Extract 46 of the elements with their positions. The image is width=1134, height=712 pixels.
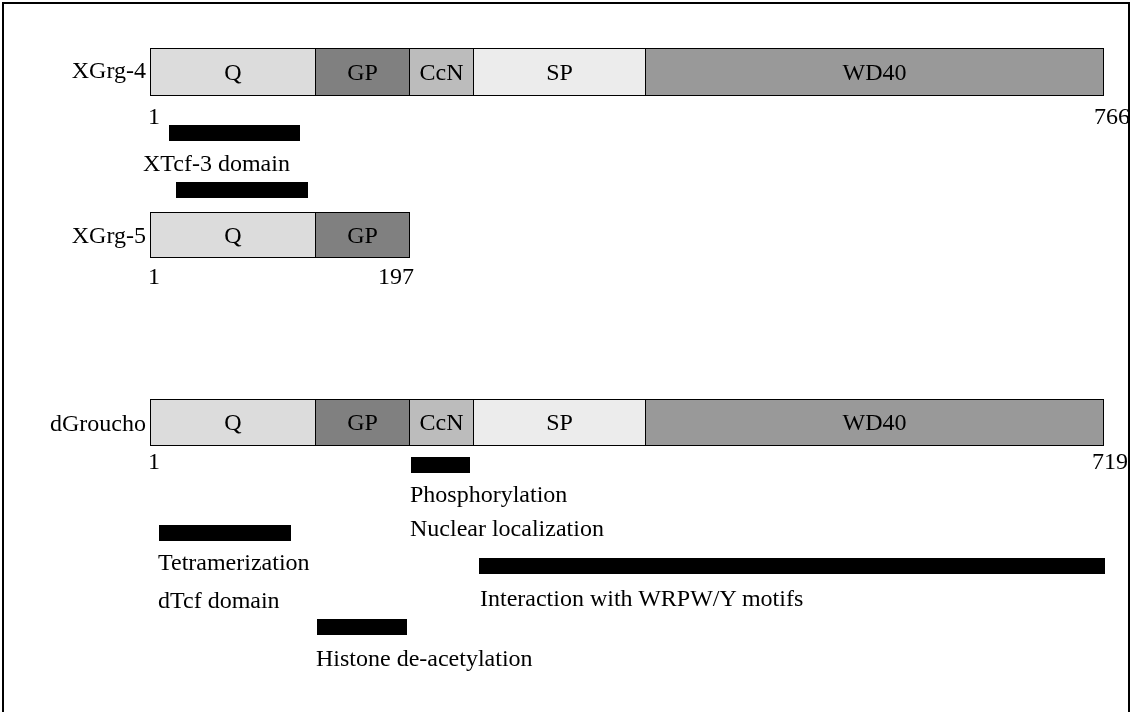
domain-segment [315, 48, 410, 96]
domain-segment [315, 212, 410, 258]
protein-name: XGrg-5 [71, 223, 146, 247]
domain-segment [150, 212, 316, 258]
protein-name: XGrg-4 [71, 58, 146, 82]
region-label: Nuclear localization [410, 516, 604, 540]
domain-segment [409, 48, 474, 96]
region-bar [317, 619, 407, 635]
domain-segment [645, 48, 1104, 96]
region-bar [169, 125, 300, 141]
residue-number: 1 [148, 104, 160, 128]
domain-segment [645, 399, 1104, 446]
region-label: Phosphorylation [410, 482, 568, 506]
domain-name: CcN [419, 58, 464, 86]
region-bar [411, 457, 470, 473]
residue-number: 197 [378, 264, 414, 288]
domain-segment [409, 399, 474, 446]
domain-name: CcN [419, 409, 464, 436]
residue-number: 1 [148, 449, 160, 473]
region-label: Interaction with WRPW/Y motifs [480, 586, 804, 610]
region-label: Tetramerization [158, 550, 310, 574]
region-bar [479, 558, 1105, 574]
region-label: XTcf-3 domain [143, 151, 290, 175]
residue-number: 766 [1094, 104, 1130, 128]
domain-name: GP [347, 58, 378, 86]
region-label: Histone de-acetylation [316, 646, 533, 670]
residue-number: 719 [1092, 449, 1128, 473]
domain-segment [315, 399, 410, 446]
domain-segment [473, 399, 646, 446]
domain-name: Q [224, 221, 242, 249]
region-bar [159, 525, 291, 541]
residue-number: 1 [148, 264, 160, 288]
domain-name: Q [224, 409, 242, 436]
region-label: dTcf domain [158, 588, 280, 612]
domain-segment [150, 399, 316, 446]
domain-name: Q [224, 58, 242, 86]
protein-name: dGroucho [50, 411, 146, 435]
domain-segment [150, 48, 316, 96]
domain-segment [473, 48, 646, 96]
domain-name: WD40 [842, 409, 907, 436]
domain-name: WD40 [842, 58, 907, 86]
domain-name: GP [347, 409, 378, 436]
domain-name: GP [347, 221, 378, 249]
domain-name: SP [546, 409, 573, 436]
domain-name: SP [546, 58, 573, 86]
region-bar [176, 182, 308, 198]
